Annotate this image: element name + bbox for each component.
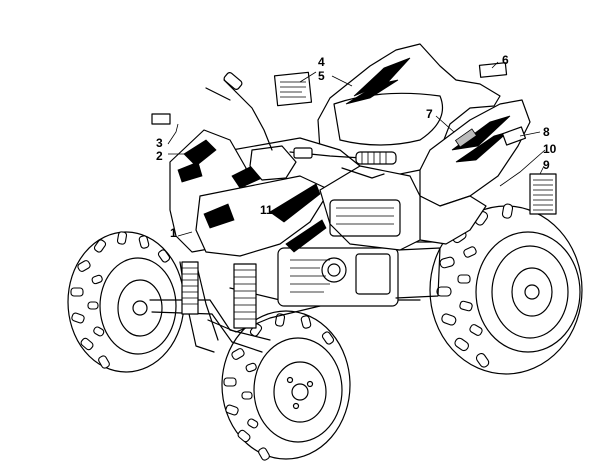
decal-9-warning-label bbox=[529, 173, 557, 215]
callout-6: 6 bbox=[502, 53, 509, 67]
rear-right-wheel bbox=[429, 203, 583, 375]
callout-5: 5 bbox=[318, 69, 325, 83]
callout-7: 7 bbox=[426, 107, 433, 121]
callout-10: 10 bbox=[543, 142, 557, 156]
callout-4: 4 bbox=[318, 55, 325, 69]
callout-1: 1 bbox=[170, 226, 177, 240]
decal-6 bbox=[478, 62, 508, 78]
callout-11: 11 bbox=[260, 203, 273, 217]
decal-8 bbox=[501, 126, 527, 146]
handlebars bbox=[205, 72, 397, 179]
callout-8: 8 bbox=[543, 125, 550, 139]
leader-lines bbox=[167, 61, 546, 237]
callout-labels: 1 2 3 4 5 6 7 8 9 10 11 bbox=[156, 53, 557, 240]
decal-4-warning-label bbox=[273, 71, 313, 107]
callout-3: 3 bbox=[156, 136, 163, 150]
callout-2: 2 bbox=[156, 149, 163, 163]
decal-3 bbox=[151, 113, 171, 125]
body-fenders bbox=[169, 43, 531, 257]
front-right-wheel bbox=[221, 310, 351, 461]
callout-9: 9 bbox=[543, 158, 550, 172]
front-left-wheel bbox=[67, 231, 185, 373]
